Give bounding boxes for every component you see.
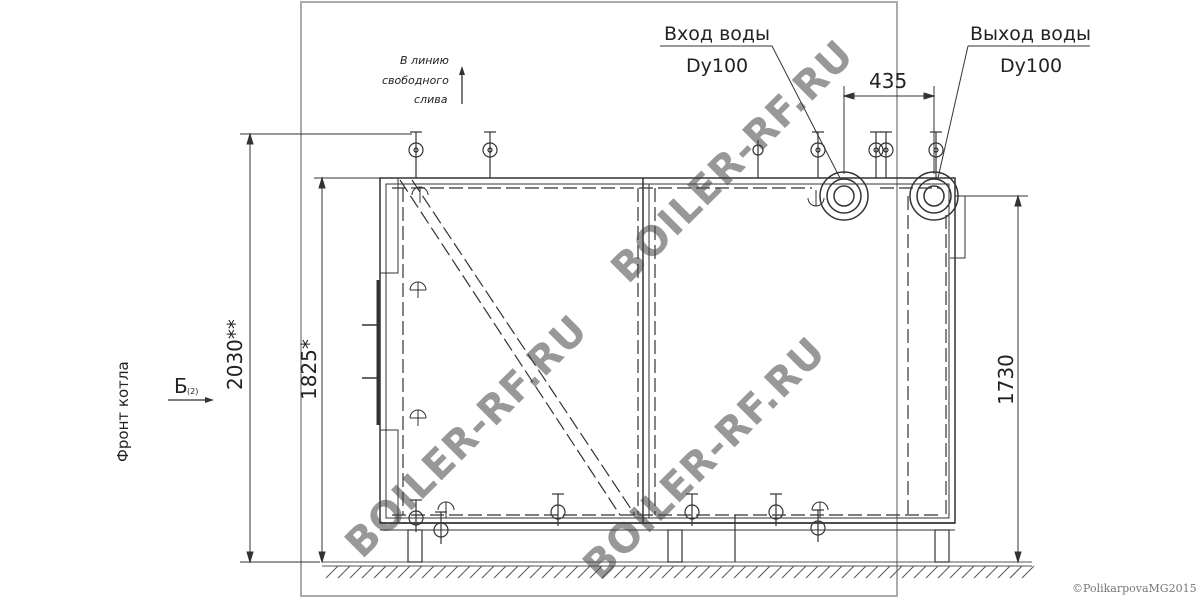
ground-hatch-line bbox=[553, 565, 567, 579]
ground-hatch-line bbox=[577, 565, 591, 579]
view-marker-label: Б bbox=[174, 374, 188, 398]
ground-hatch-line bbox=[685, 565, 699, 579]
water-inlet-nozzle bbox=[819, 171, 869, 221]
ground-hatch-line bbox=[1009, 565, 1023, 579]
dimension-2030-label: 2030** bbox=[223, 319, 247, 390]
ground-hatch-line bbox=[829, 565, 843, 579]
hidden-lines bbox=[392, 179, 947, 516]
ground-hatch-line bbox=[865, 565, 879, 579]
ground-hatch-line bbox=[481, 565, 495, 579]
ground-hatch-line bbox=[433, 565, 447, 579]
ground-hatch-line bbox=[889, 565, 903, 579]
ground-hatch-line bbox=[565, 565, 579, 579]
ground-hatch-line bbox=[817, 565, 831, 579]
ground-hatch-line bbox=[709, 565, 723, 579]
drain-arrow-icon bbox=[459, 66, 465, 104]
ground-hatch-line bbox=[841, 565, 855, 579]
ground-hatch-line bbox=[589, 565, 603, 579]
ground-hatch-line bbox=[325, 565, 339, 579]
ground-hatch-line bbox=[757, 565, 771, 579]
ground-hatch-line bbox=[745, 565, 759, 579]
dimension-1730 bbox=[958, 194, 1028, 564]
ground-hatch-line bbox=[769, 565, 783, 579]
free-drain-label-3: слива bbox=[414, 93, 448, 106]
water-inlet-size-label: Dy100 bbox=[686, 55, 748, 77]
ground-hatch-line bbox=[529, 565, 543, 579]
ground-hatch-line bbox=[397, 565, 411, 579]
ground-hatch-line bbox=[925, 565, 939, 579]
ground-hatch-line bbox=[961, 565, 975, 579]
boiler-body bbox=[362, 177, 966, 531]
view-marker-sheet-label: (2) bbox=[187, 387, 198, 396]
ground-hatch-line bbox=[505, 565, 519, 579]
ground-hatch-line bbox=[733, 565, 747, 579]
copyright-label: ©PolikarpovaMG2015 bbox=[1072, 582, 1197, 595]
ground-hatch-line bbox=[673, 565, 687, 579]
ground-hatch-line bbox=[937, 565, 951, 579]
free-drain-label-1: В линию bbox=[400, 54, 449, 67]
ground-hatch-line bbox=[541, 565, 555, 579]
ground-hatch-line bbox=[721, 565, 735, 579]
ground-hatch-line bbox=[805, 565, 819, 579]
dimension-1730-label: 1730 bbox=[994, 354, 1018, 405]
dimension-1825-label: 1825* bbox=[297, 339, 321, 400]
ground-hatch-line bbox=[949, 565, 963, 579]
water-outlet-nozzle bbox=[909, 171, 959, 221]
ground-hatch-line bbox=[493, 565, 507, 579]
ground-hatch-line bbox=[361, 565, 375, 579]
bottom-valves bbox=[408, 493, 826, 544]
ground-hatch-line bbox=[421, 565, 435, 579]
support-legs bbox=[407, 515, 950, 563]
ground-hatch-line bbox=[853, 565, 867, 579]
watermark-middle: BOILER-RF.RU bbox=[337, 307, 597, 567]
ground-hatch-line bbox=[985, 565, 999, 579]
ground-hatch-line bbox=[973, 565, 987, 579]
dimension-435 bbox=[842, 86, 936, 174]
water-outlet-size-label: Dy100 bbox=[1000, 55, 1062, 77]
ground-hatch-line bbox=[613, 565, 627, 579]
ground-hatch-line bbox=[601, 565, 615, 579]
top-valves bbox=[408, 131, 944, 178]
ground-hatch-line bbox=[409, 565, 423, 579]
flange-symbols bbox=[409, 186, 829, 518]
ground-hatch-line bbox=[625, 565, 639, 579]
ground-hatch-line bbox=[337, 565, 351, 579]
ground-hatch-line bbox=[781, 565, 795, 579]
ground-hatch-line bbox=[697, 565, 711, 579]
view-frame bbox=[300, 1, 898, 597]
ground-hatch-line bbox=[997, 565, 1011, 579]
watermark-bottom: BOILER-RF.RU bbox=[575, 329, 835, 589]
dimension-2030 bbox=[240, 132, 412, 564]
ground-hatch-line bbox=[877, 565, 891, 579]
ground-hatch-line bbox=[445, 565, 459, 579]
ground-hatch-line bbox=[1021, 565, 1035, 579]
ground-hatch-line bbox=[373, 565, 387, 579]
dimension-1825 bbox=[314, 176, 380, 564]
leader-lines bbox=[660, 45, 1090, 179]
ground bbox=[322, 561, 1035, 579]
ground-hatch-line bbox=[913, 565, 927, 579]
ground-hatch-line bbox=[469, 565, 483, 579]
free-drain-label-2: свободного bbox=[382, 74, 449, 87]
ground-hatch-line bbox=[637, 565, 651, 579]
ground-hatch-line bbox=[901, 565, 915, 579]
ground-hatch-line bbox=[517, 565, 531, 579]
ground-hatch-line bbox=[349, 565, 363, 579]
view-arrow-icon bbox=[168, 397, 214, 403]
water-outlet-label: Выход воды bbox=[970, 23, 1091, 45]
ground-hatch-line bbox=[793, 565, 807, 579]
dimension-435-label: 435 bbox=[869, 69, 907, 93]
ground-hatch-line bbox=[649, 565, 663, 579]
boiler-front-label: Фронт котла bbox=[114, 361, 132, 462]
ground-hatch-line bbox=[661, 565, 675, 579]
water-inlet-label: Вход воды bbox=[664, 23, 770, 45]
ground-hatch-line bbox=[457, 565, 471, 579]
ground-hatch-line bbox=[385, 565, 399, 579]
